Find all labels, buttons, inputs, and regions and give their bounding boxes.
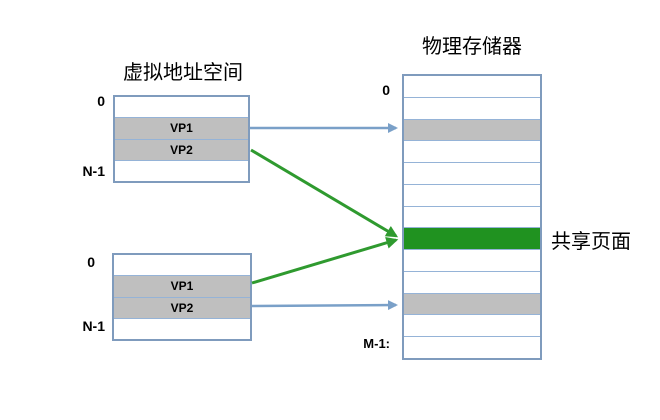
physical-row-2-mapped-page <box>404 119 540 142</box>
physical-row-7-shared-page <box>404 228 540 251</box>
vas2-row-vp1: VP1 <box>114 276 250 298</box>
arrow-vas1-vp2-to-shared-page <box>250 148 399 238</box>
physical-row-11 <box>404 315 540 338</box>
physical-row-10-mapped-page <box>404 293 540 316</box>
physical-row-8 <box>404 250 540 272</box>
arrow-vas2-vp2-to-physical-page <box>251 300 398 311</box>
physical-row-1 <box>404 97 540 120</box>
vas2-address-0-label: 0 <box>87 254 95 270</box>
vas2-row-0 <box>114 255 250 277</box>
vas1-row-3 <box>115 160 248 181</box>
virtual-address-space-title: 虚拟地址空间 <box>123 62 243 84</box>
vas1-row-0 <box>115 97 248 119</box>
shared-page-label: 共享页面 <box>551 231 631 253</box>
vas1-row-vp2: VP2 <box>115 139 248 161</box>
vas1-address-n1-label: N-1 <box>82 163 105 179</box>
vas2-row-3 <box>114 318 250 339</box>
physical-memory-table <box>402 74 542 360</box>
physical-memory-title: 物理存储器 <box>422 36 522 58</box>
physical-row-3 <box>404 141 540 164</box>
physical-address-0-label: 0 <box>382 82 390 98</box>
physical-row-6 <box>404 206 540 229</box>
physical-row-0 <box>404 76 540 98</box>
vas1-address-0-label: 0 <box>97 93 105 109</box>
physical-row-9 <box>404 271 540 294</box>
physical-row-4 <box>404 163 540 185</box>
arrow-vas2-vp1-to-shared-page <box>251 236 399 285</box>
vas2-row-vp2: VP2 <box>114 297 250 319</box>
virtual-address-space-2-table: VP1 VP2 <box>112 253 252 341</box>
physical-row-5 <box>404 184 540 207</box>
physical-row-12 <box>404 337 540 358</box>
vas1-row-vp1: VP1 <box>115 118 248 140</box>
virtual-address-space-1-table: VP1 VP2 <box>113 95 250 183</box>
vas2-address-n1-label: N-1 <box>82 318 105 334</box>
physical-address-m1-label: M-1: <box>363 336 390 351</box>
